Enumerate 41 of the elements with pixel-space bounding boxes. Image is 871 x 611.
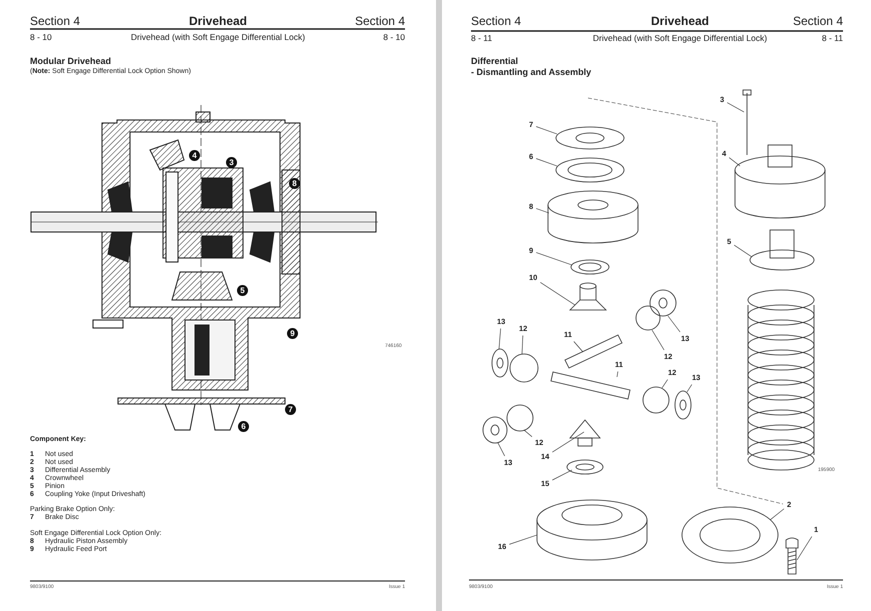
leader-line [524, 430, 532, 438]
leader-line [540, 282, 576, 306]
leader-line [734, 244, 752, 258]
leader-line [498, 328, 501, 350]
page-number: 8 - 10 [30, 33, 52, 43]
leader-line [770, 508, 784, 520]
section-title: - Dismantling and Assembly [471, 67, 592, 78]
section-heading: Section 4 [354, 15, 405, 29]
section-heading: Section 4 [30, 15, 80, 29]
figure-title: Modular Drivehead [30, 56, 112, 66]
leader-line [574, 341, 584, 352]
leader-line [536, 126, 558, 134]
section-title: Differential [471, 56, 518, 66]
page-subtitle: Drivehead (with Soft Engage Differential Lock) [130, 33, 306, 43]
page-heading: Drivehead [650, 15, 710, 29]
leader-line [728, 157, 740, 166]
leader-line [536, 158, 558, 166]
leader-line [536, 208, 550, 214]
leader-line [662, 379, 668, 388]
leader-line [536, 252, 572, 266]
leader-line [726, 102, 744, 112]
page-heading: Drivehead [188, 15, 248, 29]
leader-line [686, 384, 692, 392]
callout-number: 9 [287, 328, 298, 339]
callout-number: 7 [285, 404, 296, 415]
leader-line [498, 442, 505, 456]
leader-line [652, 330, 664, 350]
leader-line [668, 316, 680, 332]
section-heading: Section 4 [471, 15, 522, 29]
page-number: 8 - 10 [383, 33, 405, 43]
leader-line [509, 534, 538, 545]
leader-line [522, 335, 524, 354]
section-heading: Section 4 [792, 15, 843, 29]
page-number: 8 - 11 [471, 34, 492, 44]
leader-line [552, 470, 572, 480]
page-subtitle: Drivehead (with Soft Engage Differential Lock) [592, 34, 768, 44]
leader-line [796, 536, 812, 560]
page-number: 8 - 11 [822, 34, 843, 44]
leader-line [616, 371, 618, 378]
callout-number: 6 [238, 421, 249, 432]
leader-line [552, 432, 584, 452]
